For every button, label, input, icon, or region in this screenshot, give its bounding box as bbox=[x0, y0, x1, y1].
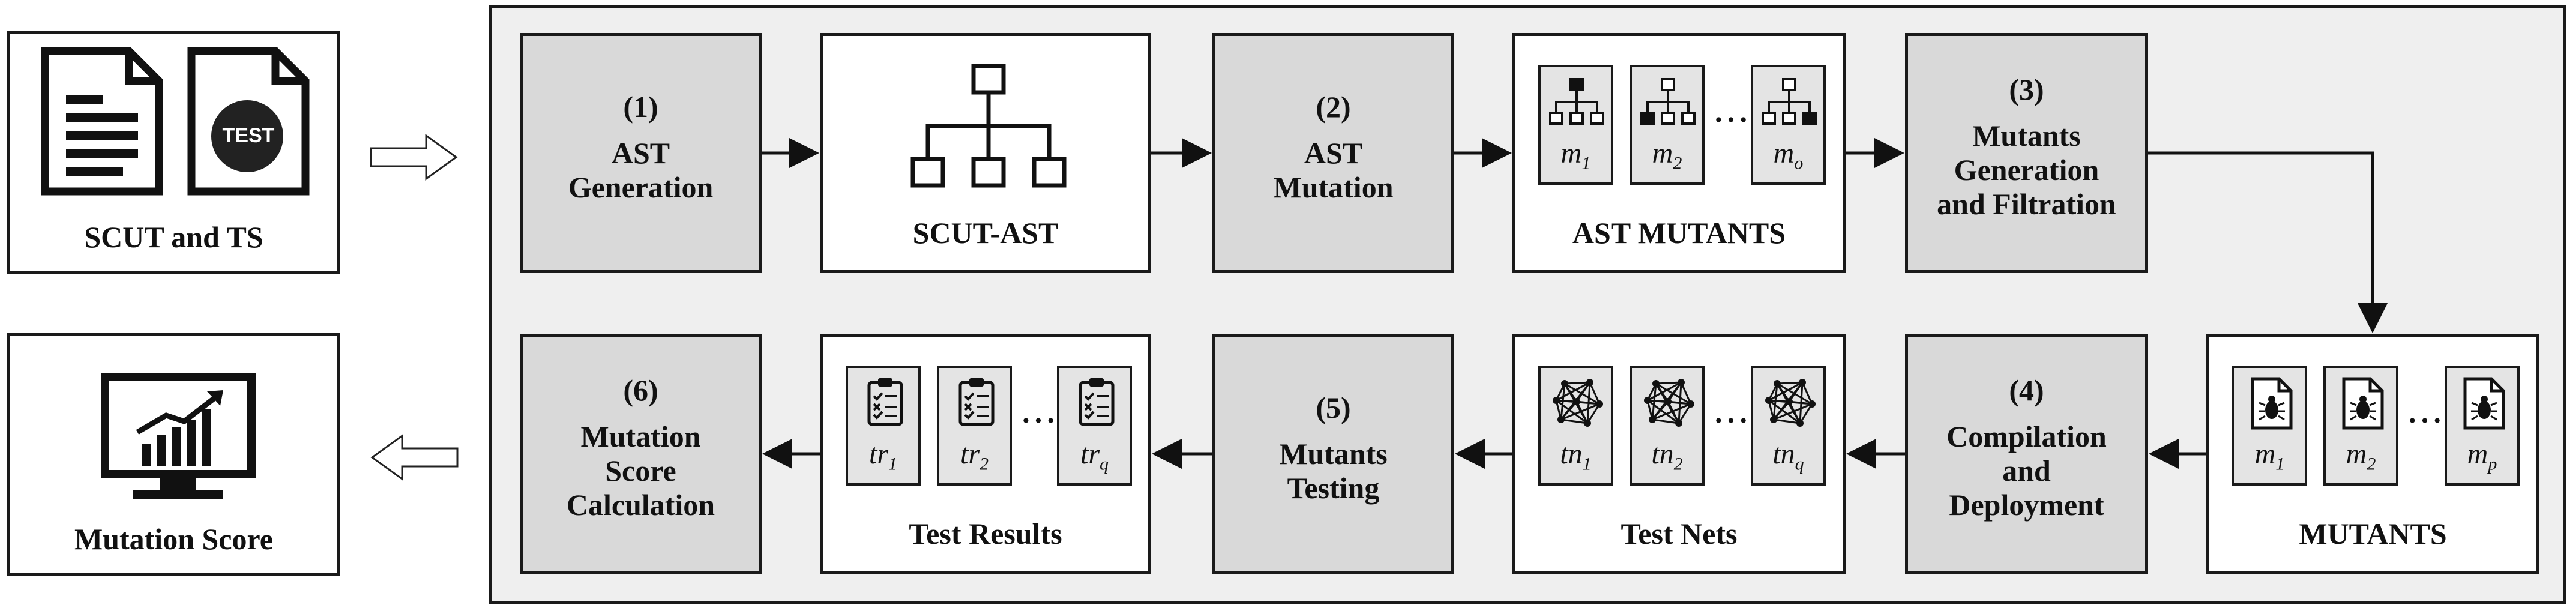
input-label: SCUT and TS bbox=[84, 220, 263, 254]
step-mutation-score-calculation: (6) Mutation Score Calculation bbox=[520, 334, 762, 574]
step-number: (5) bbox=[1316, 390, 1351, 424]
output-label: Mutation Score bbox=[74, 522, 273, 556]
mutated-tree-icon bbox=[1640, 78, 1696, 125]
mutant-symbol: mp bbox=[2467, 438, 2497, 474]
step-title-line: Mutants bbox=[1279, 436, 1388, 471]
step-title-line: Generation bbox=[568, 170, 714, 204]
test-net-symbol: tnq bbox=[1772, 438, 1804, 474]
step-title-line: Testing bbox=[1287, 471, 1380, 505]
step-title-line: Mutants bbox=[1972, 119, 2081, 152]
mutants-box: m1 m2 ··· mp MUTANTS bbox=[2206, 334, 2539, 574]
step-title-line: and bbox=[2002, 454, 2051, 487]
monitor-chart-icon bbox=[101, 373, 256, 499]
step-title-line: Score bbox=[605, 454, 676, 487]
network-icon bbox=[1553, 379, 1603, 427]
hollow-right-arrow bbox=[370, 134, 458, 181]
bug-file-icon bbox=[2463, 377, 2505, 430]
ast-mutant-card: mo bbox=[1751, 65, 1826, 185]
mutant-symbol: m1 bbox=[1560, 137, 1591, 173]
arrow-5 bbox=[2148, 151, 2388, 333]
step-number: (1) bbox=[623, 89, 658, 124]
step-ast-generation: (1) AST Generation bbox=[520, 33, 762, 273]
mutant-symbol: m1 bbox=[2254, 438, 2285, 474]
output-box: Mutation Score bbox=[7, 333, 340, 576]
test-result-card: tr2 bbox=[937, 366, 1012, 486]
test-net-symbol: tn2 bbox=[1651, 438, 1683, 474]
test-result-symbol: tr1 bbox=[868, 438, 897, 474]
tree-icon bbox=[910, 64, 1067, 188]
step-number: (4) bbox=[2009, 373, 2044, 407]
ellipsis: ··· bbox=[1021, 403, 1059, 437]
step-mutants-testing: (5) Mutants Testing bbox=[1212, 334, 1454, 574]
test-net-card: tn1 bbox=[1538, 366, 1613, 486]
step-title-line: Mutation bbox=[1273, 170, 1394, 204]
test-result-card: trq bbox=[1057, 366, 1132, 486]
test-net-card: tnq bbox=[1751, 366, 1826, 486]
input-box: TEST SCUT and TS bbox=[7, 31, 340, 274]
clipboard-checklist-icon bbox=[867, 378, 903, 426]
step-title-line: AST bbox=[1304, 136, 1363, 170]
ast-mutant-card: m2 bbox=[1630, 65, 1705, 185]
mutants-label: MUTANTS bbox=[2299, 517, 2447, 550]
mutant-file-card: mp bbox=[2445, 366, 2520, 486]
network-icon bbox=[1644, 379, 1694, 427]
step-compilation-deployment: (4) Compilation and Deployment bbox=[1905, 334, 2148, 574]
source-code-icon bbox=[41, 47, 163, 196]
clipboard-checklist-icon bbox=[1079, 378, 1115, 426]
step-title-line: Mutation bbox=[580, 420, 701, 453]
mutant-file-card: m2 bbox=[2323, 366, 2398, 486]
test-suite-icon bbox=[187, 47, 310, 196]
step-mutants-generation: (3) Mutants Generation and Filtration bbox=[1905, 33, 2148, 273]
mutated-tree-icon bbox=[1549, 78, 1604, 125]
ellipsis: ··· bbox=[2407, 403, 2445, 437]
ellipsis: ··· bbox=[1714, 103, 1751, 136]
step-title-line: AST bbox=[611, 136, 670, 170]
test-net-card: tn2 bbox=[1630, 366, 1705, 486]
ast-mutants-box: m1 m2 ··· mo AST MUTANTS bbox=[1512, 33, 1846, 273]
step-ast-mutation: (2) AST Mutation bbox=[1212, 33, 1454, 273]
network-icon bbox=[1765, 379, 1816, 427]
step-number: (2) bbox=[1316, 89, 1351, 124]
mutant-symbol: m2 bbox=[1652, 137, 1682, 173]
test-result-card: tr1 bbox=[846, 366, 921, 486]
test-result-symbol: trq bbox=[1080, 438, 1109, 474]
mutant-file-card: m1 bbox=[2232, 366, 2307, 486]
test-results-label: Test Results bbox=[909, 517, 1062, 550]
step-title-line: and Filtration bbox=[1937, 187, 2116, 221]
test-badge: TEST bbox=[222, 124, 275, 147]
step-number: (3) bbox=[2009, 73, 2044, 106]
bug-file-icon bbox=[2342, 377, 2384, 430]
ast-mutants-label: AST MUTANTS bbox=[1572, 216, 1786, 250]
mutated-tree-icon bbox=[1762, 78, 1817, 125]
step-number: (6) bbox=[623, 373, 658, 407]
clipboard-checklist-icon bbox=[958, 378, 995, 426]
hollow-left-arrow bbox=[370, 434, 459, 481]
step-title-line: Generation bbox=[1954, 153, 2099, 187]
test-results-box: tr1 tr2 ··· trq Test Results bbox=[820, 334, 1151, 574]
step-title-line: Deployment bbox=[1949, 488, 2104, 522]
test-result-symbol: tr2 bbox=[960, 438, 989, 474]
test-net-symbol: tn1 bbox=[1560, 438, 1592, 474]
bug-file-icon bbox=[2251, 377, 2293, 430]
ellipsis: ··· bbox=[1714, 403, 1751, 437]
step-title-line: Calculation bbox=[566, 488, 715, 522]
mutant-symbol: m2 bbox=[2346, 438, 2376, 474]
test-nets-label: Test Nets bbox=[1621, 517, 1738, 550]
test-nets-box: tn1 tn2 ··· tnq Test Nets bbox=[1512, 334, 1846, 574]
mutant-symbol: mo bbox=[1773, 137, 1804, 173]
ast-mutant-card: m1 bbox=[1538, 65, 1613, 185]
scut-ast-label: SCUT-AST bbox=[912, 216, 1059, 250]
scut-ast-box: SCUT-AST bbox=[820, 33, 1151, 273]
step-title-line: Compilation bbox=[1946, 420, 2107, 453]
